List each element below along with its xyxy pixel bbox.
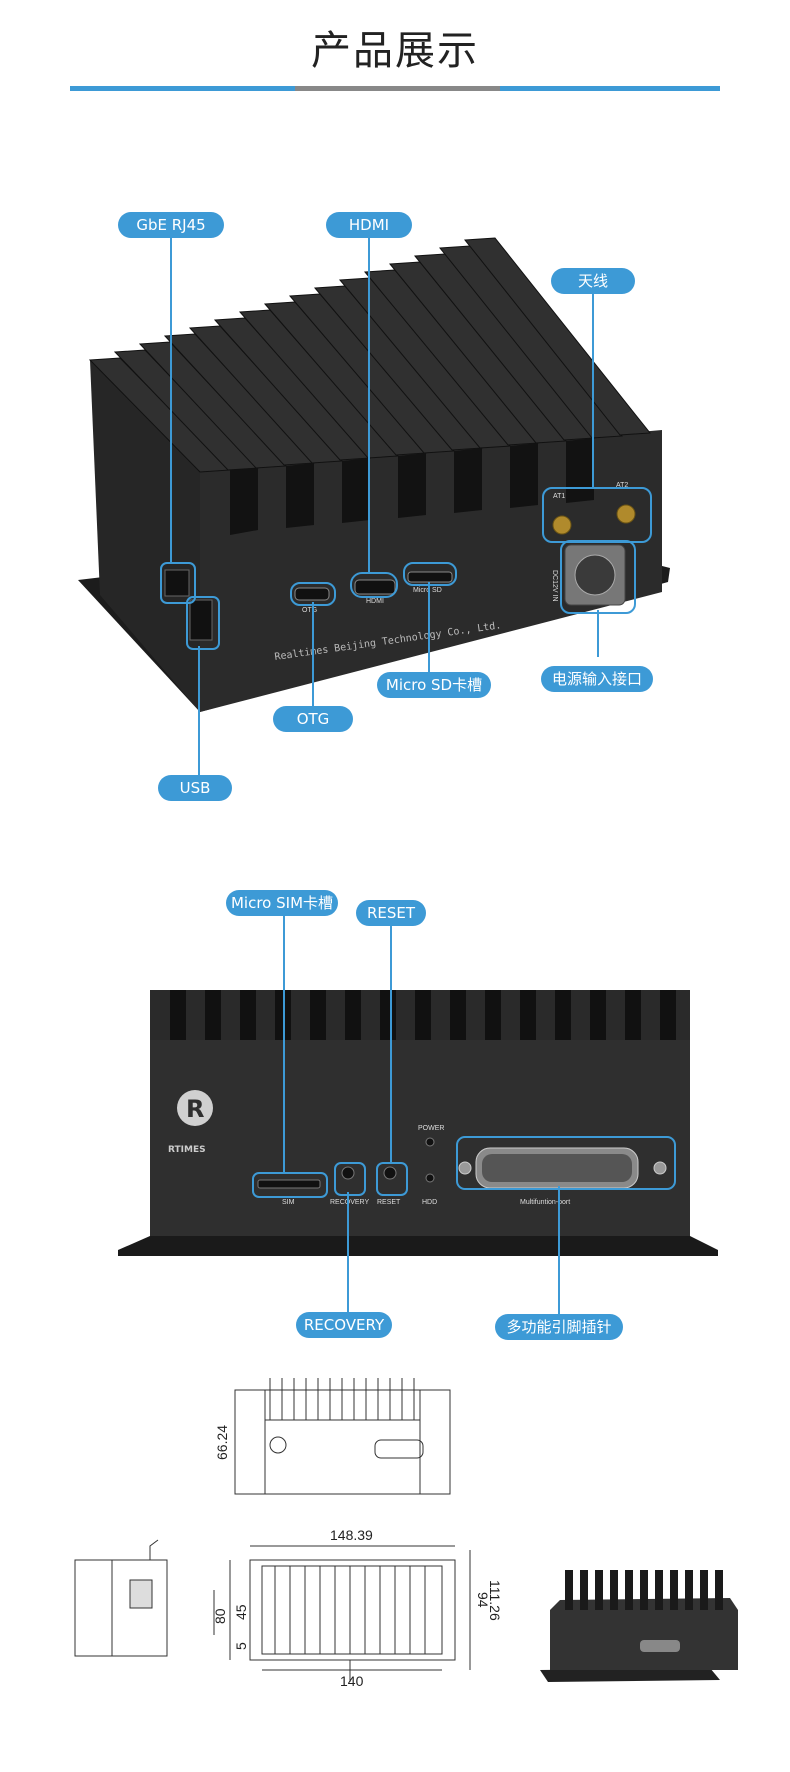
callout-line-sim xyxy=(283,916,285,1172)
callout-line-otg xyxy=(312,602,314,706)
dim-width-bottom: 140 xyxy=(340,1673,364,1689)
callout-line-reset xyxy=(390,926,392,1162)
port-label-otg: OTG xyxy=(302,607,317,614)
callout-line-usb xyxy=(198,646,200,776)
device-front-perspective-image: OTG HDMI Micro SD AT1 AT2 DC12V IN Realt… xyxy=(78,237,670,712)
label-antenna: 天线 xyxy=(551,268,635,294)
port-label-microsd: Micro SD xyxy=(413,587,442,594)
ring-microsd-port xyxy=(403,562,457,586)
label-micro-sim-slot: Micro SIM卡槽 xyxy=(226,890,338,916)
dim-depth-mid: 94 xyxy=(475,1592,491,1608)
dim-width-top: 148.39 xyxy=(330,1527,373,1543)
dim-left-80: 80 xyxy=(212,1608,228,1624)
dim-depth-outer: 111.26 xyxy=(487,1580,503,1621)
callout-line-multiport xyxy=(558,1186,560,1314)
dimension-drawings: 66.24 148.39 140 111.26 94 80 45 5 xyxy=(74,1378,738,1689)
callout-line-antenna xyxy=(592,294,594,487)
ring-gbe-port xyxy=(160,562,196,604)
ring-hdmi-port xyxy=(350,572,398,598)
label-microsd-slot: Micro SD卡槽 xyxy=(377,672,491,698)
ring-recovery-button xyxy=(334,1162,366,1196)
ring-power-port xyxy=(560,540,636,614)
port-label-dc-in: DC12V IN xyxy=(551,570,558,602)
ring-multiport xyxy=(456,1136,676,1190)
label-reset: RESET xyxy=(356,900,426,926)
label-power-input: 电源输入接口 xyxy=(541,666,653,692)
port-label-at2: AT2 xyxy=(616,482,628,489)
panel-label-sim: SIM xyxy=(282,1199,295,1206)
label-recovery: RECOVERY xyxy=(296,1312,392,1338)
device-rear-panel-image: R RTIMES SIM RECOVERY RESET POWER HDD Mu… xyxy=(118,990,718,1256)
svg-text:RTIMES: RTIMES xyxy=(168,1145,206,1155)
header-bar-left xyxy=(70,86,295,91)
callout-line-hdmi xyxy=(368,238,370,573)
callout-line-microsd xyxy=(428,582,430,672)
label-otg: OTG xyxy=(273,706,353,732)
header-bar-middle xyxy=(295,86,500,91)
device-thumbnail xyxy=(540,1570,738,1682)
panel-label-reset: RESET xyxy=(377,1199,401,1206)
header-bar-right xyxy=(500,86,720,91)
panel-label-power: POWER xyxy=(418,1125,444,1132)
callout-line-gbe xyxy=(170,238,172,563)
callout-line-recovery xyxy=(347,1192,349,1312)
panel-label-recovery: RECOVERY xyxy=(330,1199,369,1206)
ring-sim-slot xyxy=(252,1172,328,1198)
label-multifunction-pins: 多功能引脚插针 xyxy=(495,1314,623,1340)
page-title: 产品展示 xyxy=(311,28,479,74)
port-label-hdmi: HDMI xyxy=(366,598,384,605)
svg-text:R: R xyxy=(186,1095,204,1123)
label-usb: USB xyxy=(158,775,232,801)
ring-reset-button xyxy=(376,1162,408,1196)
dim-left-5: 5 xyxy=(233,1642,249,1650)
dim-height: 66.24 xyxy=(214,1425,230,1460)
panel-label-hdd: HDD xyxy=(422,1199,437,1206)
ring-antenna-ports xyxy=(542,487,652,543)
rtimes-logo: R RTIMES xyxy=(168,1090,213,1155)
label-hdmi: HDMI xyxy=(326,212,412,238)
panel-label-multiport: Multifuntion-port xyxy=(520,1199,570,1206)
ring-usb-port xyxy=(186,596,220,650)
label-gbe-rj45: GbE RJ45 xyxy=(118,212,224,238)
callout-line-power xyxy=(597,610,599,657)
port-label-at1: AT1 xyxy=(553,493,565,500)
dim-left-45: 45 xyxy=(233,1604,249,1620)
